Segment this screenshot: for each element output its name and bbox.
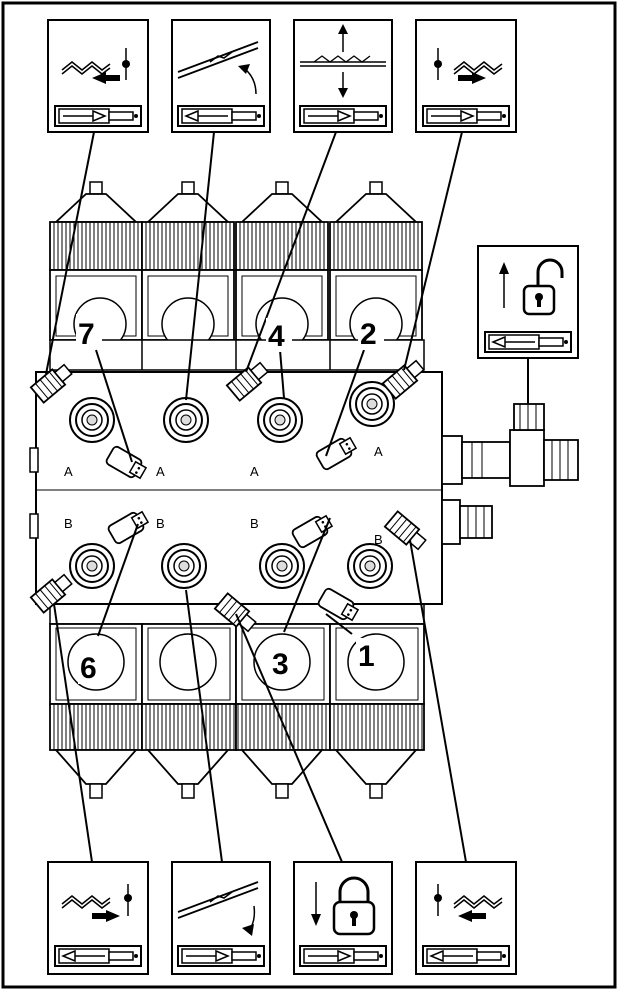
callout-4: 4 [268, 320, 285, 353]
port-label-b: B [64, 516, 73, 531]
callout-numbers: 7 4 2 6 3 1 [76, 314, 384, 685]
port-label-a: A [374, 444, 383, 459]
fold-left-icon [415, 861, 517, 975]
callout-1: 1 [358, 640, 375, 673]
callout-2: 2 [360, 318, 377, 351]
pressure-line-fittings [441, 403, 579, 545]
port-label-b: B [156, 516, 165, 531]
port-label-a: A [64, 464, 73, 479]
port-label-a: A [156, 464, 165, 479]
fold-right-icon [47, 861, 149, 975]
lock-icon [293, 861, 393, 975]
leader-lines [45, 131, 467, 863]
float-icon [293, 19, 393, 133]
tilt-up-icon [171, 19, 271, 133]
fold-right-icon [415, 19, 517, 133]
callout-6: 6 [80, 652, 97, 685]
port-label-b: B [374, 532, 383, 547]
port-label-b: B [250, 516, 259, 531]
tilt-down-icon [171, 861, 271, 975]
port-labels: A A A A B B B B [64, 444, 383, 547]
port-label-a: A [250, 464, 259, 479]
cylinder-bank-bottom [49, 603, 425, 799]
callout-7: 7 [78, 318, 95, 351]
fold-left-icon [47, 19, 149, 133]
unlock-icon [477, 245, 579, 359]
callout-3: 3 [272, 648, 289, 681]
